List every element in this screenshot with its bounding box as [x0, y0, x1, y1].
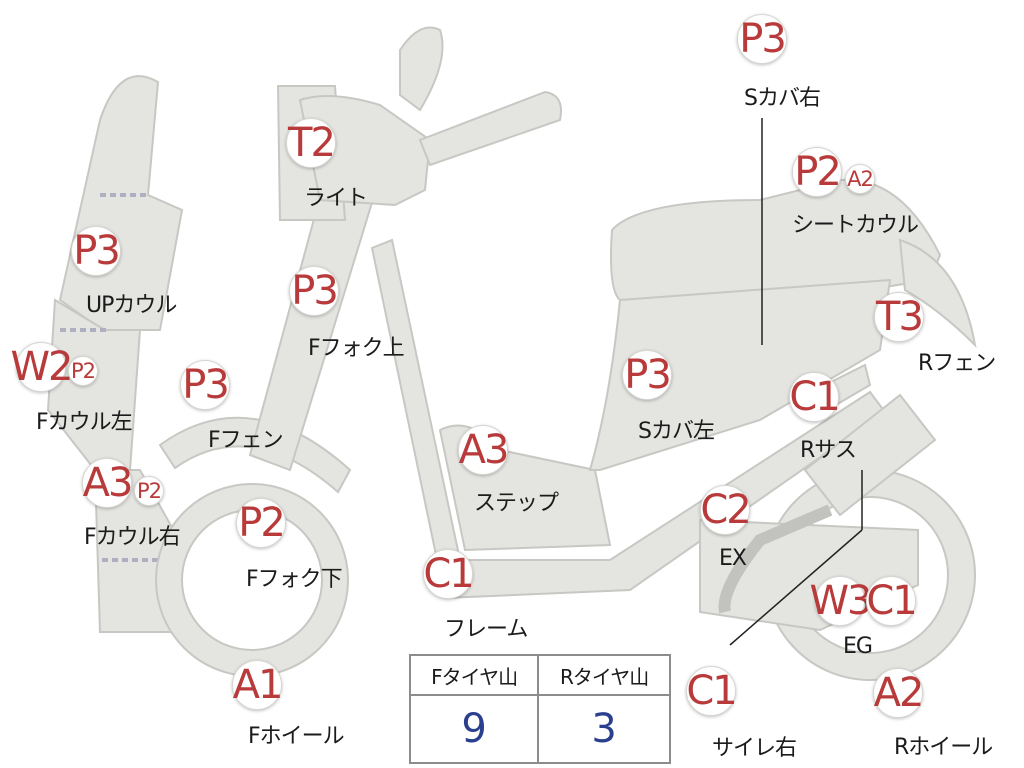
badge-c2-ex: C2 [700, 485, 752, 535]
badge-p3-fork-upper: P3 [289, 266, 339, 316]
s-cover-shape [588, 278, 892, 471]
front-tire-value: 9 [408, 694, 540, 764]
r-sus-shape [803, 393, 937, 517]
label-s-cover-right: Sカバ右 [744, 86, 821, 111]
front-tire-header: Fタイヤ山 [408, 654, 540, 696]
tire-tread-table: Fタイヤ山 Rタイヤ山 9 3 [408, 654, 671, 764]
exhaust-shape [718, 504, 833, 614]
badge-a3-f-cowl-right: A3 [82, 458, 133, 508]
badge-p2-f-cowl-right: P2 [134, 476, 164, 506]
table-value-row: 9 3 [408, 694, 671, 764]
badge-t2-light: T2 [286, 118, 336, 168]
label-frame: フレーム [444, 617, 528, 642]
badge-p2-f-fork-lower: P2 [236, 498, 286, 548]
f-fender-shape [158, 416, 352, 494]
badge-a1-f-wheel: A1 [232, 660, 283, 710]
badge-c1-eg: C1 [866, 576, 918, 626]
badge-w3-eg: W3 [809, 576, 873, 626]
label-f-wheel: Fホイール [248, 724, 345, 749]
label-s-cover-left: Sカバ左 [638, 419, 715, 444]
label-f-cowl-right: Fカウル右 [84, 525, 181, 550]
label-silencer-right: サイレ右 [712, 736, 797, 761]
badge-p2-f-cowl-left: P2 [68, 356, 98, 386]
table-header-row: Fタイヤ山 Rタイヤ山 [408, 654, 671, 696]
badge-p3-s-cover-right: P3 [737, 14, 787, 64]
label-f-fork-upper: Fフォク上 [308, 336, 405, 361]
label-step: ステップ [474, 491, 559, 516]
seat-shape [610, 178, 942, 301]
label-r-wheel: Rホイール [894, 735, 993, 760]
badge-a2-seat-cowl: A2 [845, 164, 875, 194]
badge-a2-r-wheel: A2 [873, 668, 924, 718]
badge-w2-f-cowl-left: W2 [10, 342, 74, 392]
badge-t3-r-fender: T3 [874, 292, 924, 342]
badge-c1-silencer-right: C1 [686, 666, 738, 716]
badge-c1-frame: C1 [423, 549, 475, 599]
label-eg: EG [843, 634, 873, 659]
badge-a3-step: A3 [458, 425, 509, 475]
handlebar [418, 90, 562, 167]
leader-line [729, 529, 863, 646]
label-ex: EX [719, 546, 747, 571]
mirror [399, 26, 444, 112]
label-f-fender: Fフェン [208, 428, 284, 453]
r-fender-shape [898, 238, 977, 348]
frame-shape [370, 238, 887, 600]
badge-p3-s-cover-left: P3 [622, 350, 672, 400]
rear-tire-value: 3 [537, 694, 671, 764]
label-r-sus: Rサス [800, 438, 857, 463]
label-r-fender: Rフェン [918, 351, 996, 376]
badge-p3-up-cowl: P3 [71, 226, 121, 276]
label-f-fork-lower: Fフォク下 [246, 567, 343, 592]
label-f-cowl-left: Fカウル左 [36, 410, 133, 435]
label-seat-cowl: シートカウル [792, 213, 919, 238]
label-light: ライト [304, 186, 368, 211]
badge-c1-r-sus: C1 [789, 372, 841, 422]
badge-p3-f-fender: P3 [180, 360, 230, 410]
rear-tire-header: Rタイヤ山 [537, 654, 671, 696]
badge-p2-seat-cowl: P2 [792, 147, 842, 197]
label-up-cowl: UPカウル [86, 293, 177, 318]
